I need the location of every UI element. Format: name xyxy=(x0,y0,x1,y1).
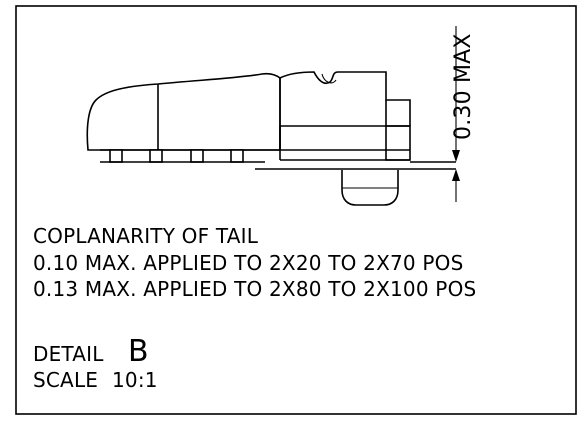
dimension-0-30-max: 0.30 MAX xyxy=(451,26,476,202)
note-line-2: 0.13 MAX. APPLIED TO 2X80 TO 2X100 POS xyxy=(33,277,476,301)
connector-housing xyxy=(86,72,410,151)
detail-label: DETAIL xyxy=(33,342,104,366)
tail-post xyxy=(341,170,399,206)
pin xyxy=(230,149,244,163)
terminal-block xyxy=(279,71,411,161)
arrow-down-icon xyxy=(452,150,460,162)
scale-label: SCALE xyxy=(33,368,98,392)
dimension-label: 0.30 MAX xyxy=(451,33,476,140)
contact-pins xyxy=(100,149,265,163)
note-line-1: 0.10 MAX. APPLIED TO 2X20 TO 2X70 POS xyxy=(33,251,463,275)
note-heading: COPLANARITY OF TAIL xyxy=(33,224,259,248)
scale-value: 10:1 xyxy=(112,368,158,392)
arrow-up-icon xyxy=(452,169,460,181)
pin xyxy=(109,149,123,163)
drawing-border xyxy=(15,5,577,415)
pin xyxy=(149,149,163,163)
detail-letter: B xyxy=(128,334,149,369)
pin xyxy=(190,149,204,163)
